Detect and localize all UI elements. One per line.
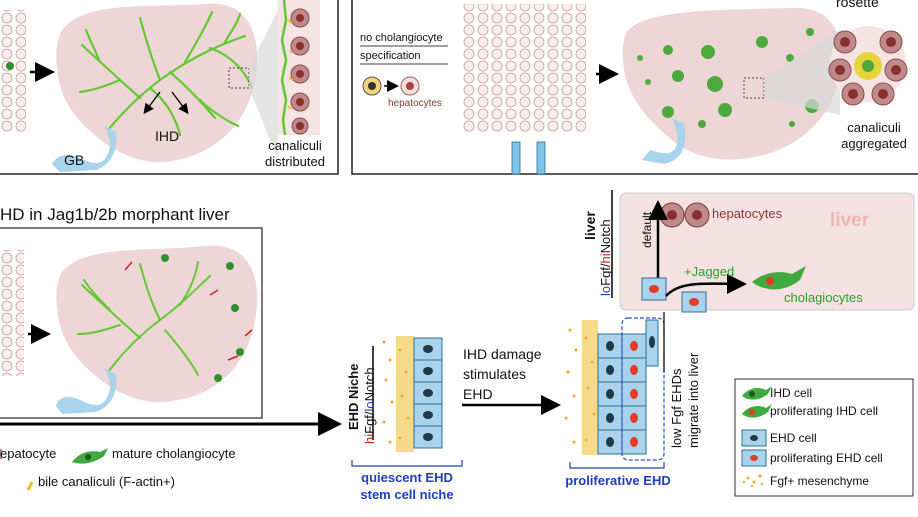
legend-item-proliferating-ihd-cell: proliferating IHD cell — [770, 404, 879, 418]
rosette-zoom — [828, 26, 908, 106]
hepatocyte-grid-top-right — [462, 4, 586, 132]
quiescent-ehd-cells — [413, 337, 443, 449]
mesenchyme-dots-proliferative — [564, 320, 598, 455]
morphant-panel-title: HD in Jag1b/2b morphant liver — [0, 205, 230, 224]
panel-top-left-frame — [0, 0, 339, 175]
fate-hepatocyte-1-nucleus — [667, 210, 677, 220]
legend-item-ihd-cell: IHD cell — [770, 386, 813, 400]
liver-title: liver — [830, 210, 870, 231]
ihd-pointer-1 — [143, 91, 161, 115]
cholangiocyte-fate-nucleus — [766, 277, 774, 285]
legend-ihd-cell-nucleus — [749, 391, 755, 397]
ihd-pointer-2 — [171, 91, 189, 115]
no-spec-line2: specification — [360, 50, 421, 62]
hepatocyte-cluster-left — [0, 10, 26, 132]
gallbladder-top-right — [642, 118, 686, 164]
cholangiocyte-fate-icon — [752, 266, 806, 290]
liver-signal-hi: hi — [598, 253, 613, 264]
legend-item-proliferating-ehd-cell: proliferating EHD cell — [770, 451, 883, 465]
gallbladder-top-left — [52, 126, 117, 172]
legend-box-frame — [734, 378, 914, 497]
progenitor-nucleus — [368, 82, 376, 90]
niche-signal-fgf: Fgf/ — [362, 411, 377, 434]
niche-signal-label: hiFgf/loNotch — [362, 367, 377, 444]
red-migration-arrows — [124, 261, 253, 361]
ductal-plate-cells — [511, 141, 546, 175]
legend-ehd-cell-nucleus — [750, 435, 758, 441]
ihd-cell-small — [6, 62, 14, 70]
migrate-line2: migrate into liver — [686, 352, 701, 448]
zoom-cone-top-right — [764, 30, 840, 115]
canaliculi-column-top-left — [278, 0, 320, 136]
legend-item-fgf-mesenchyme: Fgf+ mesenchyme — [770, 474, 870, 488]
canaliculi-distributed-line1: canaliculi — [268, 138, 322, 153]
legend-proliferating-ihd-nucleus — [749, 409, 755, 415]
hepatocyte-cluster-bottom-left — [0, 250, 24, 376]
migrating-cell-outline — [621, 317, 665, 461]
no-spec-line1: no cholangiocyte — [360, 32, 443, 44]
fate-hepatocytes-label: hepatocytes — [712, 206, 783, 221]
canaliculi-aggregated-line2: aggregated — [841, 136, 907, 151]
liver-signal-label: loFgf/hiNotch — [598, 219, 613, 296]
canaliculi-aggregated-line1: canaliculi — [847, 120, 901, 135]
rosette-label: rosette — [836, 0, 879, 10]
gallbladder-bottom-left — [56, 368, 117, 414]
default-label: default — [640, 211, 654, 248]
fate-ehd-cell-1-nucleus — [649, 285, 659, 293]
legend-cholangiocyte-nucleus — [85, 454, 91, 460]
liver-signal-fgf: Fgf/ — [598, 263, 613, 286]
quiescent-brace — [351, 460, 463, 467]
proliferative-label: proliferative EHD — [565, 473, 671, 488]
panel-top-right-frame — [351, 0, 918, 175]
mature-cholangiocyte-dots — [161, 254, 244, 382]
fate-hepatocyte-2-nucleus — [692, 210, 702, 220]
legend-mesenchyme-icon — [742, 474, 764, 488]
legend-hepatocyte-label: epatocyte — [0, 446, 57, 461]
hepatocyte-icon-nucleus — [406, 82, 414, 90]
niche-signal-lo: lo — [362, 401, 377, 412]
niche-signal-notch: Notch — [362, 367, 377, 402]
biliary-tree-bottom-left — [77, 261, 211, 376]
legend-item-ehd-cell: EHD cell — [770, 431, 817, 445]
quiescent-line1: quiescent EHD — [361, 470, 453, 485]
biliary-tree-top-left — [78, 10, 254, 137]
jagged-label: +Jagged — [684, 264, 735, 279]
panel-bottom-left-frame — [0, 227, 263, 419]
damage-line3: EHD — [463, 386, 493, 402]
damage-line2: stimulates — [463, 366, 527, 382]
canaliculi-distributed-line2: distributed — [265, 154, 325, 169]
proliferative-brace — [569, 462, 665, 469]
liver-signal-lo: lo — [598, 285, 613, 296]
legend-proliferating-ihd-icon — [742, 404, 772, 418]
jagged-arrow — [665, 273, 747, 297]
zoom-cone-top-left — [249, 10, 278, 160]
spec-hepatocytes-label: hepatocytes — [388, 98, 442, 109]
legend-hepatocyte-swatch — [0, 449, 2, 459]
gb-label: GB — [64, 152, 85, 168]
proliferative-ehd-cells — [597, 319, 659, 455]
legend-bile-canaliculi-label: bile canaliculi (F-actin+) — [38, 474, 175, 489]
liver-signal-notch: Notch — [598, 219, 613, 254]
legend-proliferating-ehd-nucleus — [750, 455, 758, 461]
legend-ihd-cell-icon — [742, 386, 772, 400]
quiescent-line2: stem cell niche — [360, 487, 454, 502]
migrate-line1: low Fgf EHDs — [669, 368, 684, 448]
niche-signal-hi: hi — [362, 433, 377, 444]
cholangiocytes-label: cholagiocytes — [784, 290, 863, 305]
liver-lobe-bottom-left — [56, 245, 258, 403]
fate-ehd-cell-2-nucleus — [689, 298, 699, 306]
mesenchyme-dots-quiescent — [382, 336, 414, 452]
legend-mature-cholangiocyte-label: mature cholangiocyte — [112, 446, 236, 461]
damage-line1: IHD damage — [463, 346, 542, 362]
legend-canaliculi-swatch — [26, 481, 34, 491]
liver-side-label: liver — [582, 211, 598, 240]
ihd-label: IHD — [155, 128, 180, 144]
ehd-niche-title: EHD Niche — [346, 363, 361, 430]
